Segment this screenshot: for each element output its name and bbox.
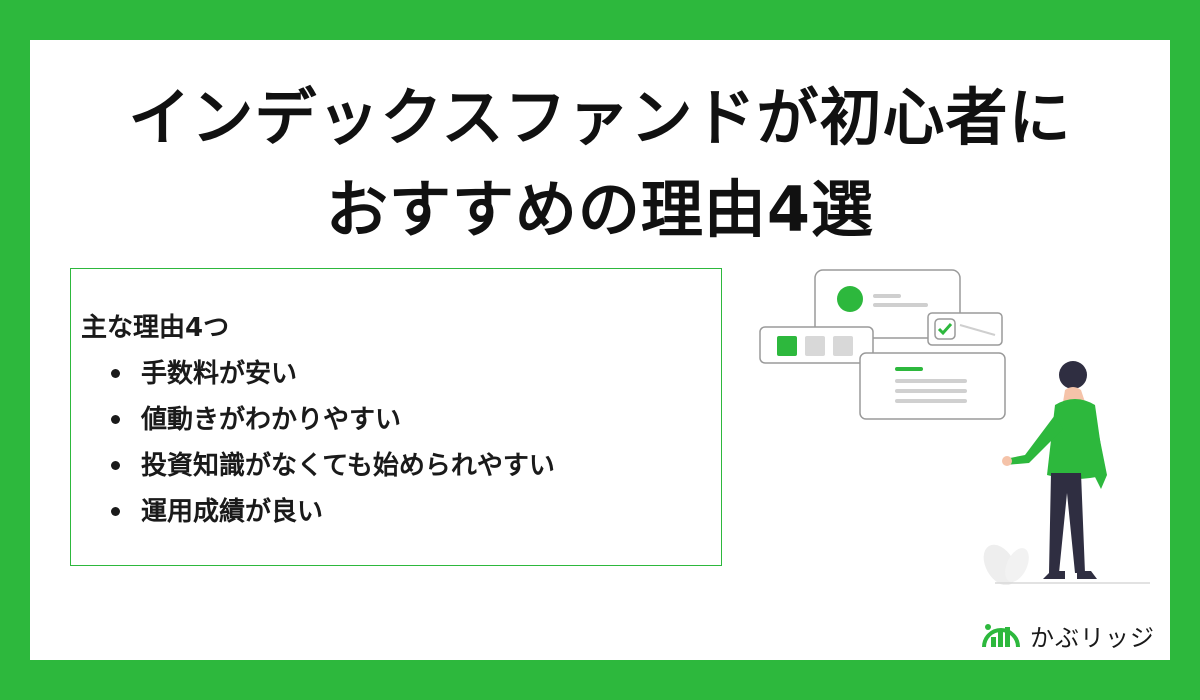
reason-text: 手数料が安い xyxy=(141,359,298,389)
title-line-1: インデックスファンドが初心者に xyxy=(128,81,1072,154)
list-item: 運用成績が良い xyxy=(101,489,555,535)
bullet-icon xyxy=(111,461,120,470)
list-item: 投資知識がなくても始められやすい xyxy=(101,443,555,489)
reasons-box: 主な理由4つ 手数料が安い 値動きがわかりやすい 投資知識がなくても始められやす… xyxy=(70,268,722,566)
content-card: インデックスファンドが初心者に おすすめの理由4選 主な理由4つ 手数料が安い … xyxy=(30,40,1170,660)
reason-text: 運用成績が良い xyxy=(141,497,324,527)
bullet-icon xyxy=(111,415,120,424)
page-title: インデックスファンドが初心者に おすすめの理由4選 xyxy=(30,72,1170,256)
reason-text: 投資知識がなくても始められやすい xyxy=(141,451,555,481)
brand-logo: かぶリッジ xyxy=(980,615,1155,655)
brand-name: かぶリッジ xyxy=(1030,623,1155,652)
chart-bars-logo-icon xyxy=(982,624,1020,648)
reason-text: 値動きがわかりやすい xyxy=(141,405,402,435)
title-line-2: おすすめの理由4選 xyxy=(325,173,875,246)
reasons-heading: 主な理由4つ xyxy=(81,313,230,343)
list-item: 値動きがわかりやすい xyxy=(101,397,555,443)
bullet-icon xyxy=(111,369,120,378)
list-item: 手数料が安い xyxy=(101,351,555,397)
person-dashboard-illustration xyxy=(759,269,1150,585)
bullet-icon xyxy=(111,507,120,516)
reasons-list: 手数料が安い 値動きがわかりやすい 投資知識がなくても始められやすい 運用成績が… xyxy=(101,351,555,535)
